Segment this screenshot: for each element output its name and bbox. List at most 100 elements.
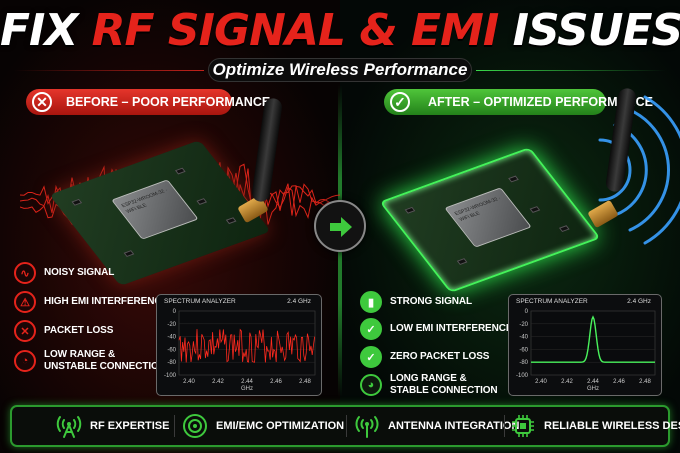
noise-icon: ∿ [14, 262, 36, 284]
bar-separator [346, 415, 347, 437]
smd-component [508, 175, 519, 183]
service-reliable-wireless: RELIABLE WIRELESS DESIGN [510, 407, 680, 445]
wifi-module-chip-after: ESP32-WROOM-32 · WiFi BLE [444, 187, 532, 248]
feature-text-line2: UNSTABLE CONNECTION [44, 361, 166, 372]
spectrum-title: SPECTRUM ANALYZER [516, 298, 588, 305]
y-tick-label: 0 [173, 309, 177, 315]
target-icon [183, 414, 207, 438]
smd-component [558, 225, 570, 233]
x-tick-label: 2.44 [241, 379, 253, 385]
subtitle-rule-left [14, 70, 204, 71]
page-subtitle: Optimize Wireless Performance [208, 58, 472, 82]
x-unit-label: GHz [241, 386, 253, 392]
x-unit-label: GHz [587, 386, 599, 392]
plot-area [178, 310, 316, 376]
spectrum-band: 2.4 GHz [627, 298, 651, 305]
smd-component [529, 206, 541, 213]
gauge-low-icon: ◔ [14, 350, 36, 372]
y-tick-label: -40 [167, 335, 176, 341]
noise-trace [178, 328, 315, 363]
check-circle-icon: ✓ [390, 92, 410, 112]
y-tick-label: -80 [519, 360, 528, 366]
spectrum-analyzer-before: SPECTRUM ANALYZER 2.4 GHz 0-20-40-60-80-… [156, 294, 322, 396]
page-title: FIX RF SIGNAL & EMI ISSUES [0, 4, 680, 58]
x-tick-label: 2.48 [639, 379, 651, 385]
feature-text: NOISY SIGNAL [44, 267, 115, 278]
y-tick-label: -80 [167, 360, 176, 366]
feature-zero-packet-loss: ✓ ZERO PACKET LOSS [360, 344, 489, 370]
x-tick-label: 2.42 [561, 379, 573, 385]
feature-text: STRONG SIGNAL [390, 296, 473, 307]
subtitle-rule-right [476, 70, 666, 71]
packet-loss-icon: ✕ [14, 320, 36, 342]
arrow-right-icon [330, 217, 352, 237]
title-part-fix: FIX [0, 5, 92, 56]
service-emi-emc: EMI/EMC OPTIMIZATION [182, 407, 344, 445]
service-label: ANTENNA INTEGRATION [388, 420, 520, 432]
y-tick-label: -60 [519, 347, 528, 353]
y-tick-label: 0 [525, 309, 529, 315]
y-tick-label: -20 [519, 322, 528, 328]
service-rf-expertise: RF EXPERTISE [56, 407, 169, 445]
smd-component [456, 258, 468, 265]
feature-text: LOW EMI INTERFERENCE [390, 323, 513, 334]
feature-text-line1: LOW RANGE & [44, 349, 116, 360]
x-tick-label: 2.46 [613, 379, 625, 385]
antenna-tower-icon [56, 416, 82, 438]
spectrum-analyzer-after: SPECTRUM ANALYZER 2.4 GHz 0 -20 -40 -60 -80 -… [508, 294, 662, 396]
plot-area [530, 310, 656, 376]
feature-text-line1: LONG RANGE & [390, 373, 467, 384]
shield-check-icon: ✓ [360, 318, 382, 340]
service-label: RELIABLE WIRELESS DESIGN [544, 420, 680, 432]
signal-peak-trace [531, 315, 655, 363]
feature-long-range: ◕ LONG RANGE & STABLE CONNECTION [360, 372, 498, 398]
chip-label-after: ESP32-WROOM-32 · WiFi BLE [453, 195, 503, 223]
feature-high-emi: ⚠ HIGH EMI INTERFERENCE [14, 289, 168, 315]
y-tick-label: -100 [164, 373, 177, 379]
feature-strong-signal: ▮ STRONG SIGNAL [360, 289, 472, 315]
feature-low-emi: ✓ LOW EMI INTERFERENCE [360, 316, 513, 342]
smd-component [174, 167, 186, 175]
feature-low-range: ◔ LOW RANGE & UNSTABLE CONNECTION [14, 348, 166, 374]
feature-text-block: LOW RANGE & UNSTABLE CONNECTION [44, 349, 166, 373]
feature-text-block: LONG RANGE & STABLE CONNECTION [390, 373, 498, 397]
bar-separator [504, 415, 505, 437]
check-icon: ✓ [360, 346, 382, 368]
antenna-waves-icon [355, 416, 379, 438]
warning-icon: ⚠ [14, 291, 36, 313]
feature-packet-loss: ✕ PACKET LOSS [14, 318, 113, 344]
feature-text: ZERO PACKET LOSS [390, 351, 490, 362]
title-part-issues: ISSUES [498, 5, 680, 56]
x-circle-icon: ✕ [32, 92, 52, 112]
x-tick-label: 2.40 [183, 379, 195, 385]
bar-separator [174, 415, 175, 437]
service-label: EMI/EMC OPTIMIZATION [216, 420, 345, 432]
x-tick-label: 2.44 [587, 379, 599, 385]
title-part-rf: RF SIGNAL & EMI [91, 5, 500, 56]
smd-component [71, 198, 83, 206]
gauge-high-icon: ◕ [360, 374, 382, 396]
y-tick-label: -60 [167, 347, 176, 353]
chip-label-before: ESP32-WROOM-32 · WiFi BLE [120, 187, 170, 215]
after-label-text: AFTER – OPTIMIZED PERFORMANCE [428, 95, 654, 109]
feature-text: HIGH EMI INTERFERENCE [44, 296, 169, 307]
y-tick-label: -40 [519, 335, 528, 341]
service-antenna-integration: ANTENNA INTEGRATION [354, 407, 519, 445]
after-label-badge: ✓ AFTER – OPTIMIZED PERFORMANCE [384, 89, 653, 115]
smd-component [196, 198, 208, 205]
feature-noisy-signal: ∿ NOISY SIGNAL [14, 260, 114, 286]
wifi-module-chip-before: ESP32-WROOM-32 · WiFi BLE [111, 179, 199, 240]
services-bar: RF EXPERTISE EMI/EMC OPTIMIZATION ANTENN… [10, 405, 680, 447]
x-tick-label: 2.48 [299, 379, 311, 385]
chip-icon [512, 415, 534, 437]
feature-text: PACKET LOSS [44, 325, 114, 336]
smd-component [225, 217, 237, 225]
transition-arrow [314, 200, 366, 252]
smd-component [404, 206, 416, 214]
y-tick-label: -100 [516, 373, 529, 379]
x-tick-label: 2.46 [270, 379, 282, 385]
service-label: RF EXPERTISE [90, 420, 170, 432]
smd-component [123, 250, 135, 258]
